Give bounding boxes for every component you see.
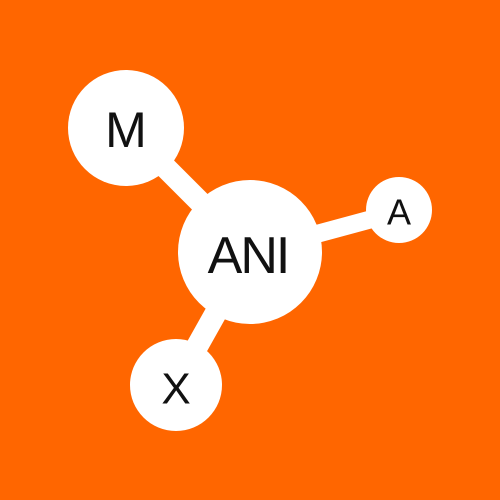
node-a-label: A bbox=[387, 192, 411, 233]
node-x-circle bbox=[130, 339, 222, 431]
node-ani: ANI bbox=[178, 180, 322, 324]
node-a-circle bbox=[366, 177, 432, 243]
node-x: X bbox=[130, 339, 222, 431]
node-ani-label: ANI bbox=[208, 227, 289, 285]
node-m: M bbox=[68, 70, 184, 186]
node-a: A bbox=[366, 177, 432, 243]
node-ani-circle bbox=[178, 180, 322, 324]
node-m-label: M bbox=[105, 102, 147, 158]
node-m-circle bbox=[68, 70, 184, 186]
node-x-label: X bbox=[161, 365, 190, 414]
